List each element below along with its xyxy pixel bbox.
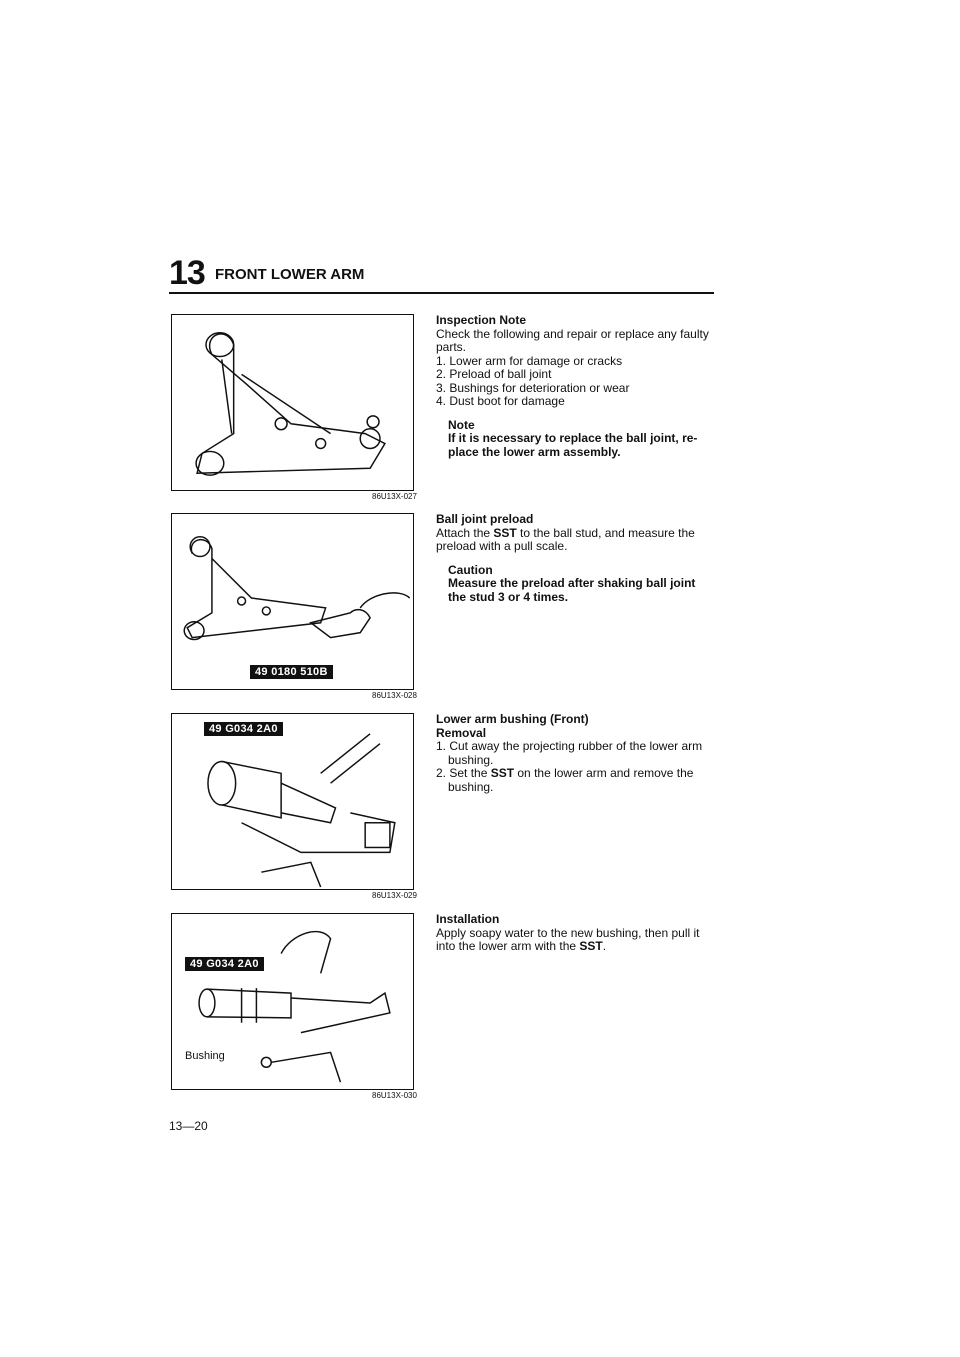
list-item: 2. Preload of ball joint (436, 367, 552, 381)
figure-bushing-removal (171, 713, 414, 890)
note-text: If it is necessary to replace the ball j… (448, 431, 698, 459)
sst-tag: 49 G034 2A0 (204, 722, 283, 736)
page-number: 13—20 (169, 1119, 208, 1133)
figure-code: 86U13X-028 (372, 691, 417, 700)
installation-section: Installation Apply soapy water to the ne… (436, 912, 716, 954)
chapter-number: 13 (169, 254, 206, 292)
sst-tag: 49 G034 2A0 (185, 957, 264, 971)
preload-section: Ball joint preload Attach the SST to the… (436, 512, 716, 605)
chapter-title: FRONT LOWER ARM (215, 266, 365, 283)
list-item: 3. Bushings for deterioration or wear (436, 380, 630, 395)
list-item: 4. Dust boot for damage (436, 394, 565, 408)
lower-arm-illustration (195, 332, 386, 476)
installation-text: Apply soapy water to the new bushing, th… (436, 925, 700, 953)
bushing-install-illustration (198, 930, 391, 1083)
figure-bushing-install (171, 913, 414, 1090)
figure-code: 86U13X-030 (372, 1091, 417, 1100)
preload-illustration (183, 535, 411, 641)
section-heading: Ball joint preload (436, 512, 534, 526)
note-title: Note (448, 417, 475, 432)
caution-block: Caution Measure the preload after shakin… (448, 562, 716, 605)
figure-code: 86U13X-029 (372, 891, 417, 900)
sst-tag: 49 0180 510B (250, 665, 333, 679)
list-item: 1. Lower arm for damage or cracks (436, 353, 623, 368)
caution-text: Measure the preload after shaking ball j… (448, 576, 696, 604)
section-subheading: Removal (436, 725, 487, 740)
bushing-label: Bushing (185, 1050, 225, 1062)
bushing-removal-illustration (207, 733, 396, 888)
section-heading: Inspection Note (436, 313, 527, 327)
list-item: 2. Set the SST on the lower arm and remo… (436, 766, 694, 794)
section-heading: Lower arm bushing (Front) (436, 712, 589, 726)
inspection-section: Inspection Note Check the following and … (436, 313, 716, 460)
page-header: 13 FRONT LOWER ARM (169, 250, 714, 294)
inspection-list: 1. Lower arm for damage or cracks 2. Pre… (436, 353, 716, 409)
figure-code: 86U13X-027 (372, 492, 417, 501)
preload-text: Attach the SST to the ball stud, and mea… (436, 525, 695, 553)
bushing-removal-section: Lower arm bushing (Front) Removal 1. Cut… (436, 712, 716, 794)
list-item: 1. Cut away the projecting rubber of the… (436, 739, 703, 767)
figure-preload-measure (171, 513, 414, 690)
caution-title: Caution (448, 562, 493, 577)
header-rule (169, 292, 714, 294)
inspection-intro: Check the following and repair or replac… (436, 326, 709, 354)
note-block: Note If it is necessary to replace the b… (448, 417, 716, 460)
section-heading: Installation (436, 912, 500, 926)
figure-lower-arm (171, 314, 414, 491)
removal-list: 1. Cut away the projecting rubber of the… (436, 739, 716, 794)
